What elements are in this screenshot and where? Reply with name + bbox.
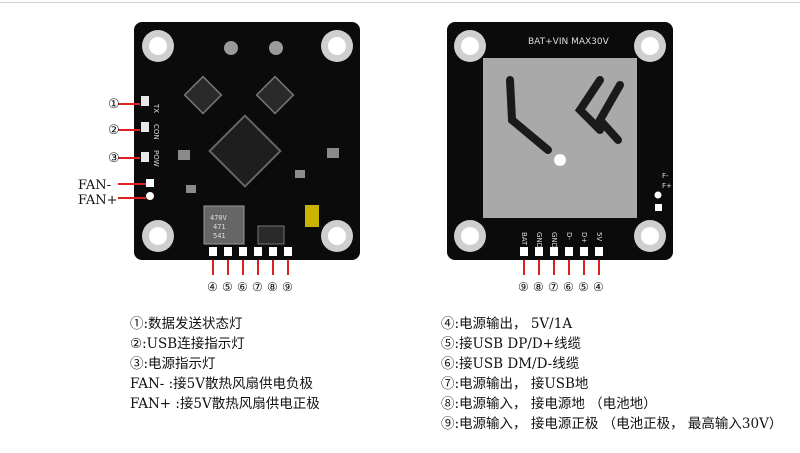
front-usb-chip (257, 225, 285, 245)
front-marker-9: ⑨ (282, 280, 293, 294)
back-silk-fneg: F- (662, 172, 669, 180)
back-pin-label-bat: BAT (520, 232, 528, 246)
front-fan-neg-pad (146, 179, 154, 187)
front-mount-hole-tl (142, 30, 174, 62)
front-fan-pos-pad (146, 192, 154, 200)
front-fan-pos-label: FAN+ (78, 193, 118, 208)
front-marker-4: ④ (207, 280, 218, 294)
back-silk-top: BAT+VIN MAX30V (528, 37, 610, 47)
top-divider (0, 2, 800, 3)
front-pad-2 (269, 41, 283, 55)
back-marker-4: ④ (593, 280, 604, 294)
legend-item-5: ⑤:接USB DP/D+线缆 (441, 336, 581, 352)
front-marker-6: ⑥ (237, 280, 248, 294)
legend-item-7: ⑦:电源输出， 接USB地 (441, 376, 589, 392)
front-mount-hole-br (321, 220, 353, 252)
back-mount-hole-tl (454, 30, 486, 62)
back-board: BAT+VIN MAX30V F- F+ BAT GND GND D- D+ 5… (447, 22, 673, 294)
front-smd-2 (186, 185, 196, 193)
back-mount-hole-bl (454, 220, 486, 252)
back-bottom-pads (520, 247, 603, 256)
front-chip-left (183, 75, 223, 115)
back-f-pad-2 (655, 204, 662, 211)
front-smd-3 (295, 170, 305, 178)
legend-item-3: ③:电源指示灯 (130, 356, 216, 372)
back-pin-label-dm: D- (565, 232, 573, 240)
front-silk-con: CON (152, 124, 160, 140)
front-bottom-pads (209, 247, 292, 256)
front-smd-1 (178, 150, 190, 160)
back-f-pad-1 (654, 191, 662, 199)
back-pin-label-gnd2: GND (550, 232, 558, 248)
front-inductor-text-2: 471 (213, 223, 226, 231)
back-mount-hole-tr (634, 30, 666, 62)
legend-item-fan-pos: FAN+ :接5V散热风扇供电正极 (130, 396, 320, 412)
front-led-2 (141, 122, 149, 132)
legend-item-fan-neg: FAN- :接5V散热风扇供电负极 (130, 376, 313, 392)
back-pin-label-dp: D+ (580, 232, 588, 243)
back-center-hole (554, 154, 566, 166)
back-red-leads (523, 260, 600, 275)
board-diagram: 470V 471 541 TX CON POW (78, 22, 673, 294)
front-mount-hole-tr (321, 30, 353, 62)
back-marker-8: ⑧ (533, 280, 544, 294)
legend-item-1: ①:数据发送状态灯 (130, 316, 243, 332)
front-tantalum-cap (305, 205, 319, 227)
front-silk-pow: POW (152, 150, 160, 167)
front-smd-4 (327, 148, 339, 158)
front-led-1 (141, 96, 149, 106)
front-mount-hole-bl (142, 220, 174, 252)
back-silk-fpos: F+ (662, 182, 672, 190)
legend-item-9: ⑨:电源输入， 接电源正极 （电池正极， 最高输入30V） (441, 416, 783, 432)
legend-item-6: ⑥:接USB DM/D-线缆 (441, 356, 580, 372)
back-traces (506, 76, 624, 154)
front-chip-right (255, 75, 295, 115)
front-marker-7: ⑦ (252, 280, 263, 294)
back-marker-7: ⑦ (548, 280, 559, 294)
legend-item-2: ②:USB连接指示灯 (130, 336, 245, 352)
back-marker-5: ⑤ (578, 280, 589, 294)
front-marker-2: ② (108, 123, 120, 138)
front-red-leads (118, 103, 289, 275)
front-pad-1 (224, 41, 238, 55)
front-main-mcu (208, 114, 282, 188)
legend-right: ④:电源输出， 5V/1A ⑤:接USB DP/D+线缆 ⑥:接USB DM/D… (441, 314, 796, 434)
front-fan-neg-label: FAN- (78, 178, 111, 193)
legend-item-4: ④:电源输出， 5V/1A (441, 316, 573, 332)
front-board: 470V 471 541 TX CON POW (78, 22, 360, 294)
front-marker-8: ⑧ (267, 280, 278, 294)
front-inductor (203, 205, 245, 245)
back-mount-hole-br (634, 220, 666, 252)
back-pin-label-gnd1: GND (535, 232, 543, 248)
back-marker-6: ⑥ (563, 280, 574, 294)
front-inductor-text-1: 470V (210, 214, 228, 222)
front-marker-1: ① (108, 97, 120, 112)
front-marker-5: ⑤ (222, 280, 233, 294)
back-pin-label-5v: 5V (595, 232, 603, 241)
legend-left: ①:数据发送状态灯 ②:USB连接指示灯 ③:电源指示灯 FAN- :接5V散热… (130, 314, 420, 414)
front-silk-tx: TX (152, 103, 160, 113)
front-marker-3: ③ (108, 151, 120, 166)
legend-item-8: ⑧:电源输入， 接电源地 （电池地） (441, 396, 657, 412)
front-inductor-text-3: 541 (213, 232, 226, 240)
front-led-3 (141, 152, 149, 162)
back-marker-9: ⑨ (518, 280, 529, 294)
